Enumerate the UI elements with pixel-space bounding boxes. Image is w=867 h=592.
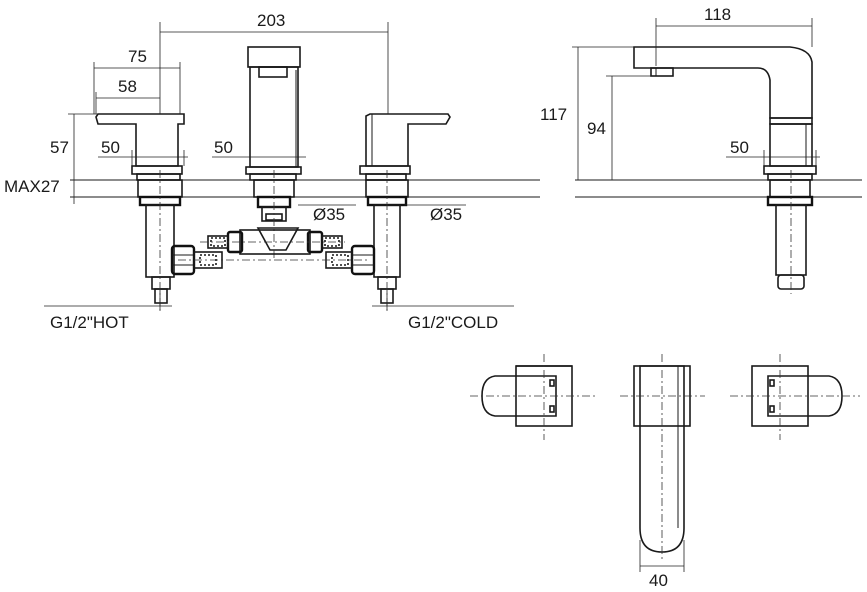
dim-base-left: 50 bbox=[101, 138, 120, 157]
plan-spout bbox=[620, 354, 705, 560]
label-hot-connection: G1/2"HOT bbox=[50, 313, 129, 332]
dimension-lines bbox=[44, 18, 820, 572]
dimension-labels: 203 75 58 57 50 50 MAX27 Ø35 Ø35 G1/2"HO… bbox=[4, 5, 749, 590]
dim-spout-height: 117 bbox=[540, 105, 567, 124]
cold-lever-handle bbox=[359, 113, 451, 181]
dim-diameter-right: Ø35 bbox=[430, 205, 462, 224]
center-spout-body bbox=[253, 170, 300, 258]
deck-lines bbox=[70, 179, 862, 198]
side-view-spout bbox=[633, 46, 817, 294]
label-cold-connection: G1/2"COLD bbox=[408, 313, 498, 332]
dim-top-spout-width: 40 bbox=[649, 571, 668, 590]
dim-lever-inner: 58 bbox=[118, 77, 137, 96]
dim-spout-reach: 118 bbox=[704, 5, 731, 24]
hose-fittings bbox=[170, 229, 376, 276]
dim-lever-outer: 75 bbox=[128, 47, 147, 66]
plan-cold-handle bbox=[730, 354, 860, 440]
dim-max-deck: MAX27 bbox=[4, 177, 60, 196]
dim-diameter-center: Ø35 bbox=[313, 205, 345, 224]
dim-outlet-height: 94 bbox=[587, 119, 606, 138]
dim-base-center: 50 bbox=[214, 138, 233, 157]
hot-valve-body bbox=[137, 170, 183, 312]
dim-base-right-view: 50 bbox=[730, 138, 749, 157]
center-spout-front bbox=[245, 46, 302, 181]
plan-hot-handle bbox=[470, 354, 595, 440]
dim-overall-width: 203 bbox=[257, 11, 285, 30]
dim-lever-height: 57 bbox=[50, 138, 69, 157]
